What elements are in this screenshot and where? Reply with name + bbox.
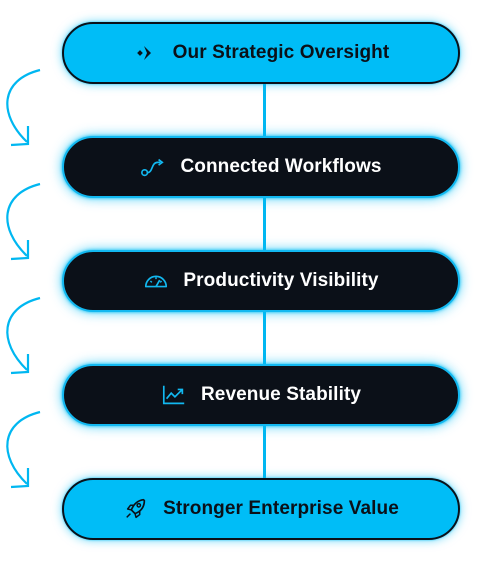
curved-arrow-icon [6, 410, 41, 489]
step-label: Stronger Enterprise Value [163, 498, 399, 519]
step-enterprise-value: Stronger Enterprise Value [62, 478, 460, 540]
curved-arrow-icon [6, 182, 41, 261]
step-label: Revenue Stability [200, 384, 362, 405]
workflow-path-icon [140, 154, 166, 180]
connector-line-3 [263, 312, 266, 364]
curved-arrow-icon [6, 296, 41, 375]
rocket-icon [123, 496, 149, 522]
step-label: Connected Workflows [180, 156, 382, 177]
step-revenue-stability: Revenue Stability [62, 364, 460, 426]
step-label: Productivity Visibility [183, 270, 379, 291]
curved-arrow-icon [6, 68, 41, 147]
connector-line-1 [263, 84, 266, 136]
chevron-diamond-icon [133, 40, 159, 66]
trend-chart-icon [161, 382, 187, 408]
speedometer-icon [143, 268, 169, 294]
step-productivity-visibility: Productivity Visibility [62, 250, 460, 312]
connector-line-2 [263, 198, 266, 250]
connector-line-4 [263, 426, 266, 478]
step-strategic-oversight: Our Strategic Oversight [62, 22, 460, 84]
step-label: Our Strategic Oversight [172, 42, 390, 63]
step-connected-workflows: Connected Workflows [62, 136, 460, 198]
